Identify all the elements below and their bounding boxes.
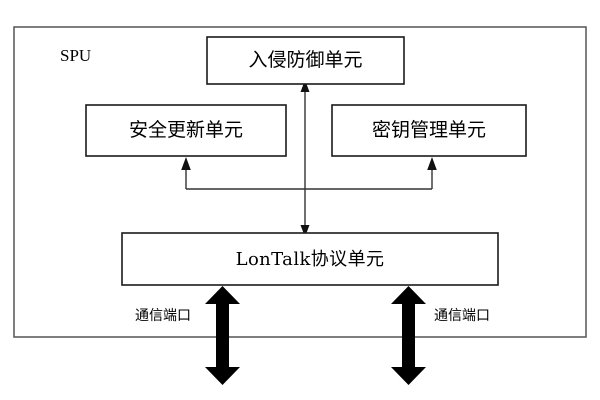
arrowhead-up-security-update (181, 157, 191, 170)
spu-container-label: SPU (60, 46, 91, 65)
key-management-unit-label: 密钥管理单元 (372, 119, 486, 141)
lontalk-protocol-unit-rect[interactable] (121, 232, 499, 286)
box-security-update-unit[interactable]: 安全更新单元 (85, 104, 287, 157)
arrowhead-up-ipu (300, 80, 310, 92)
box-intrusion-prevention-unit[interactable]: 入侵防御单元 (206, 36, 405, 85)
key-management-unit-rect[interactable] (331, 104, 527, 157)
box-key-management-unit[interactable]: 密钥管理单元 (331, 104, 527, 157)
intrusion-prevention-unit-label: 入侵防御单元 (248, 49, 362, 71)
arrowhead-up-key-management (427, 157, 437, 170)
intrusion-prevention-unit-rect[interactable] (206, 36, 405, 85)
connector-comm-port-right (391, 286, 426, 385)
security-update-unit-rect[interactable] (85, 104, 287, 157)
security-update-unit-label: 安全更新单元 (129, 119, 243, 141)
connector-bracket-to-middle-units (181, 157, 437, 190)
lontalk-protocol-unit-label: LonTalk协议单元 (236, 249, 385, 270)
arrowhead-down-lontalk (300, 225, 310, 237)
connector-ipu-lontalk (300, 80, 310, 237)
box-lontalk-protocol-unit[interactable]: LonTalk协议单元 (121, 232, 499, 286)
comm-port-left-label: 通信端口 (135, 308, 191, 324)
comm-port-right-label: 通信端口 (434, 308, 490, 324)
connector-comm-port-left (205, 286, 240, 385)
